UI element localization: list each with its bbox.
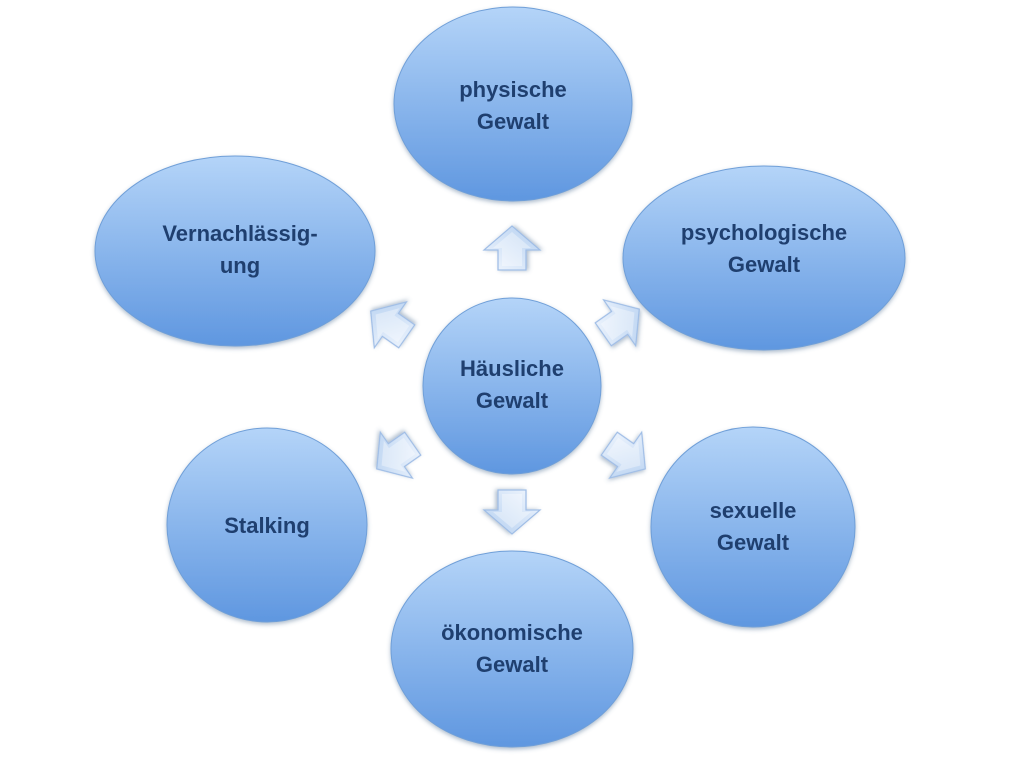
node-stalking: Stalking [166, 427, 368, 623]
node-label: ung [220, 253, 260, 278]
node-label: Gewalt [717, 530, 790, 555]
node-vernachlaessigung: Vernachlässig- ung [94, 155, 376, 347]
node-label: Vernachlässig- [162, 221, 317, 246]
node-label: ökonomische [441, 620, 583, 645]
arrow-stalking [361, 421, 429, 492]
node-sexuelle-gewalt: sexuelle Gewalt [650, 426, 856, 628]
arrow-up-physische [484, 226, 540, 270]
node-label: sexuelle [710, 498, 797, 523]
arrow-vernachlaessigung [355, 288, 423, 359]
center-label-line-1: Häusliche [460, 356, 564, 381]
node-label: Gewalt [476, 652, 549, 677]
node-label: physische [459, 77, 567, 102]
node-label: Gewalt [728, 252, 801, 277]
center-label-line-2: Gewalt [476, 388, 549, 413]
node-label: Gewalt [477, 109, 550, 134]
node-oekonomische-gewalt: ökonomische Gewalt [390, 550, 634, 748]
node-label: psychologische [681, 220, 847, 245]
node-physische-gewalt: physische Gewalt [393, 6, 633, 202]
arrow-down-oekonomische [484, 490, 540, 534]
arrow-sexuelle [593, 421, 661, 492]
node-psychologische-gewalt: psychologische Gewalt [622, 165, 906, 351]
node-center-haeusliche-gewalt: Häusliche Gewalt [422, 297, 602, 475]
node-label: Stalking [224, 513, 310, 538]
